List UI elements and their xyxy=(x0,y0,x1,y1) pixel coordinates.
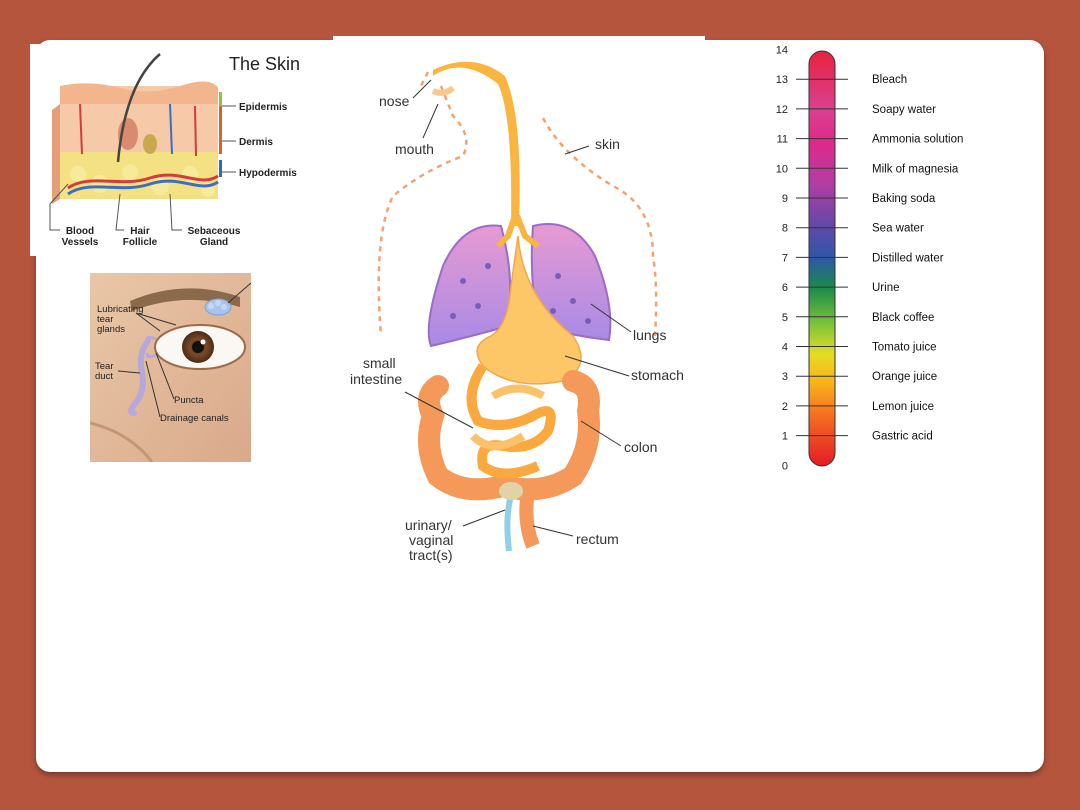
ph-tick-label: 9 xyxy=(782,193,788,205)
label-skin: skin xyxy=(595,136,620,152)
ph-tick-label: 1 xyxy=(782,431,788,443)
label-rectum: rectum xyxy=(576,531,619,547)
label-colon: colon xyxy=(624,439,657,455)
ph-tick-label: 8 xyxy=(782,223,788,235)
body-diagram: nose mouth skin lungs small intestine st… xyxy=(333,36,705,576)
label-hypodermis: Hypodermis xyxy=(239,168,297,179)
label-puncta: Puncta xyxy=(174,395,204,406)
ph-tick-label: 11 xyxy=(777,134,788,146)
ph-substance-label: Sea water xyxy=(872,223,924,235)
ph-tick-label: 2 xyxy=(782,401,788,413)
label-glands: glands xyxy=(97,324,125,335)
label-hair: Hair xyxy=(130,226,150,237)
skin-cross-section xyxy=(52,53,219,204)
label-stomach: stomach xyxy=(631,367,684,383)
ph-tick-label: 7 xyxy=(782,252,788,264)
label-gland: Gland xyxy=(200,237,228,248)
ph-substance-label: Orange juice xyxy=(872,371,937,383)
ph-tick-label: 5 xyxy=(782,312,788,324)
label-vaginal: vaginal xyxy=(409,532,453,548)
dermis-bar xyxy=(219,106,222,154)
ph-substance-label: Gastric acid xyxy=(872,431,933,443)
label-urinary: urinary/ xyxy=(405,517,452,533)
ph-substance-label: Ammonia solution xyxy=(872,134,963,146)
skin-diagram: The Skin Epidermis Dermis Hypoder xyxy=(30,44,322,256)
skin-title: The Skin xyxy=(229,54,300,74)
ph-tick-label: 6 xyxy=(782,282,788,294)
ph-tick-label: 13 xyxy=(776,74,788,86)
ph-substance-label: Tomato juice xyxy=(872,342,937,354)
ph-tick-label: 4 xyxy=(782,342,788,354)
ph-substance-label: Milk of magnesia xyxy=(872,163,959,175)
ph-gradient-bar xyxy=(808,50,836,467)
ph-tick-label: 12 xyxy=(776,104,788,116)
label-drainage: Drainage canals xyxy=(160,413,229,424)
ph-substance-label: Distilled water xyxy=(872,252,944,264)
label-follicle: Follicle xyxy=(123,237,158,248)
label-vessels: Vessels xyxy=(62,237,99,248)
ph-substance-label: Bleach xyxy=(872,74,907,86)
ph-tick-label: 10 xyxy=(776,163,788,175)
label-dermis: Dermis xyxy=(239,137,273,148)
label-tract: tract(s) xyxy=(409,547,453,563)
ph-tick-label: 14 xyxy=(776,45,788,57)
ph-substance-label: Black coffee xyxy=(872,312,934,324)
label-tear-duct-1: Tear xyxy=(95,361,113,372)
label-sebaceous: Sebaceous xyxy=(188,226,241,237)
epidermis-bar xyxy=(219,92,222,106)
label-lubricating: Lubricating xyxy=(97,304,143,315)
ph-substance-label: Soapy water xyxy=(872,104,936,116)
ph-tick-label: 0 xyxy=(782,460,788,472)
eye-diagram: Lubricating tear glands Tear duct Puncta… xyxy=(90,273,251,462)
ph-substance-label: Urine xyxy=(872,282,899,294)
ph-substance-label: Baking soda xyxy=(872,193,936,205)
label-small: small xyxy=(363,355,396,371)
label-intestine: intestine xyxy=(350,371,402,387)
label-tear: tear xyxy=(97,314,113,325)
hypodermis-bar xyxy=(219,160,222,177)
label-blood: Blood xyxy=(66,226,94,237)
label-mouth: mouth xyxy=(395,141,434,157)
ph-tick-label: 3 xyxy=(782,371,788,383)
label-lungs: lungs xyxy=(633,327,666,343)
label-epidermis: Epidermis xyxy=(239,102,288,113)
label-tear-duct-2: duct xyxy=(95,371,113,382)
ph-substance-label: Lemon juice xyxy=(872,401,934,413)
label-nose: nose xyxy=(379,93,410,109)
